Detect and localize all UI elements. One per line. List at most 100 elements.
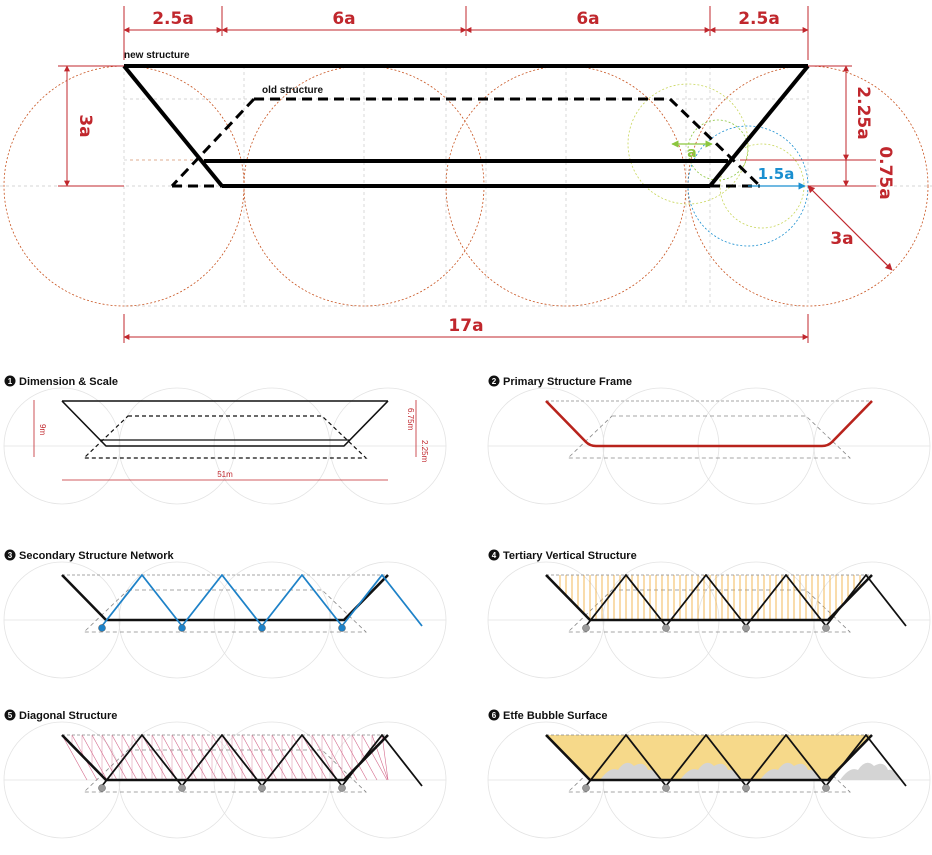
diagonal-member (341, 734, 368, 781)
panel-number-2: 2 (492, 377, 497, 386)
support-node (582, 784, 590, 792)
support-node (338, 624, 346, 632)
support-node (178, 784, 186, 792)
support-node (822, 784, 830, 792)
primary-frame (61, 734, 389, 782)
panel-number-3: 3 (8, 551, 13, 560)
diagonal-member (141, 734, 168, 781)
support-node (662, 784, 670, 792)
etfe-bubble (600, 762, 660, 780)
etfe-bubble (840, 762, 900, 780)
diagonal-member (81, 734, 108, 781)
diagonal-member (91, 734, 118, 781)
height-left-label: 3a (75, 114, 95, 137)
panel-diagonal-structure (3, 721, 447, 839)
height-right-bottom-label: 0.75a (875, 146, 895, 199)
diagonal-member (161, 734, 188, 781)
diagonal-member (301, 734, 328, 781)
main-diagram: 2.5a 6a 6a 2.5a 3a 2.25a 0.75a 3a 1.5a a (0, 6, 932, 343)
panel-title-text-2: Primary Structure Frame (503, 376, 632, 388)
diagonal-member (221, 734, 248, 781)
height-right-top-label: 2.25a (853, 86, 873, 139)
new-structure (122, 64, 810, 188)
scale-annotations (33, 400, 417, 481)
total-width-label: 17a (448, 316, 483, 336)
radius-label: 3a (830, 229, 853, 249)
diagonal-member (281, 734, 308, 781)
panel-etfe-surface (487, 721, 931, 839)
panel-secondary-network (3, 561, 447, 679)
diagonal-member (151, 734, 178, 781)
diagonal-member (311, 734, 338, 781)
truss-network (101, 574, 423, 627)
panel-title-text-4: Tertiary Vertical Structure (503, 550, 637, 562)
etfe-bubble (680, 762, 740, 780)
diagonal-member (251, 734, 278, 781)
diagonal-member (121, 734, 148, 781)
primary-frame (545, 734, 873, 782)
diagonal-member (261, 734, 288, 781)
diagonal-member (101, 734, 128, 781)
dim-label-4: 2.5a (738, 9, 780, 29)
primary-frame (61, 574, 389, 622)
new-structure-label: new structure (124, 50, 190, 61)
panel-number-4: 4 (492, 551, 497, 560)
support-node (582, 624, 590, 632)
panel-titles: 1 Dimension & Scale 2 Primary Structure … (4, 375, 637, 722)
panel-number-1: 1 (8, 377, 13, 386)
support-node (742, 784, 750, 792)
dim-label-1: 2.5a (152, 9, 194, 29)
diagonal-member (201, 734, 228, 781)
unit-label: a (687, 145, 696, 161)
support-node (338, 784, 346, 792)
support-node (742, 624, 750, 632)
panel-number-5: 5 (8, 711, 13, 720)
old-structure-label: old structure (262, 85, 324, 96)
support-node (258, 784, 266, 792)
old-structure-outline (83, 589, 367, 633)
small-radius-label: 1.5a (758, 165, 795, 183)
scale-right-bottom-label: 2.25m (420, 440, 429, 463)
panel-title-text-6: Etfe Bubble Surface (503, 710, 608, 722)
diagonal-member (361, 734, 388, 781)
dim-label-2: 6a (332, 9, 355, 29)
diagonal-member (231, 734, 258, 781)
support-node (258, 624, 266, 632)
panel-title-text-3: Secondary Structure Network (19, 550, 175, 562)
panel-title-5: 5 Diagonal Structure (4, 709, 117, 722)
support-node (822, 624, 830, 632)
old-structure-outline (82, 415, 368, 459)
support-node (98, 784, 106, 792)
panel-title-3: 3 Secondary Structure Network (4, 549, 175, 562)
panel-title-text-5: Diagonal Structure (19, 710, 117, 722)
scale-width-label: 51m (217, 470, 233, 479)
diagonal-member (61, 734, 88, 781)
top-dimension-lines (123, 6, 809, 60)
radius-line (807, 185, 893, 271)
left-height-dimension (58, 65, 124, 187)
panel-title-1: 1 Dimension & Scale (4, 375, 118, 388)
diagonal-member (171, 734, 198, 781)
panel-number-6: 6 (492, 711, 497, 720)
dim-label-3: 6a (576, 9, 599, 29)
primary-frame (61, 400, 389, 447)
panel-primary-frame (487, 387, 931, 505)
panel-dimension-scale (3, 387, 447, 505)
old-structure (170, 97, 762, 188)
primary-frame (545, 574, 873, 622)
diagonal-member (371, 734, 389, 781)
scale-right-top-label: 6.75m (406, 408, 415, 431)
support-node (178, 624, 186, 632)
primary-frame (545, 400, 873, 448)
support-node (662, 624, 670, 632)
diagonal-member (321, 734, 348, 781)
panel-title-text-1: Dimension & Scale (19, 376, 118, 388)
panel-title-6: 6 Etfe Bubble Surface (488, 709, 608, 722)
scale-height-label: 9m (38, 424, 47, 435)
old-structure-outline (83, 749, 367, 793)
diagonal-member (241, 734, 268, 781)
support-node (98, 624, 106, 632)
diagonal-member (181, 734, 208, 781)
total-width-dimension (123, 314, 809, 343)
